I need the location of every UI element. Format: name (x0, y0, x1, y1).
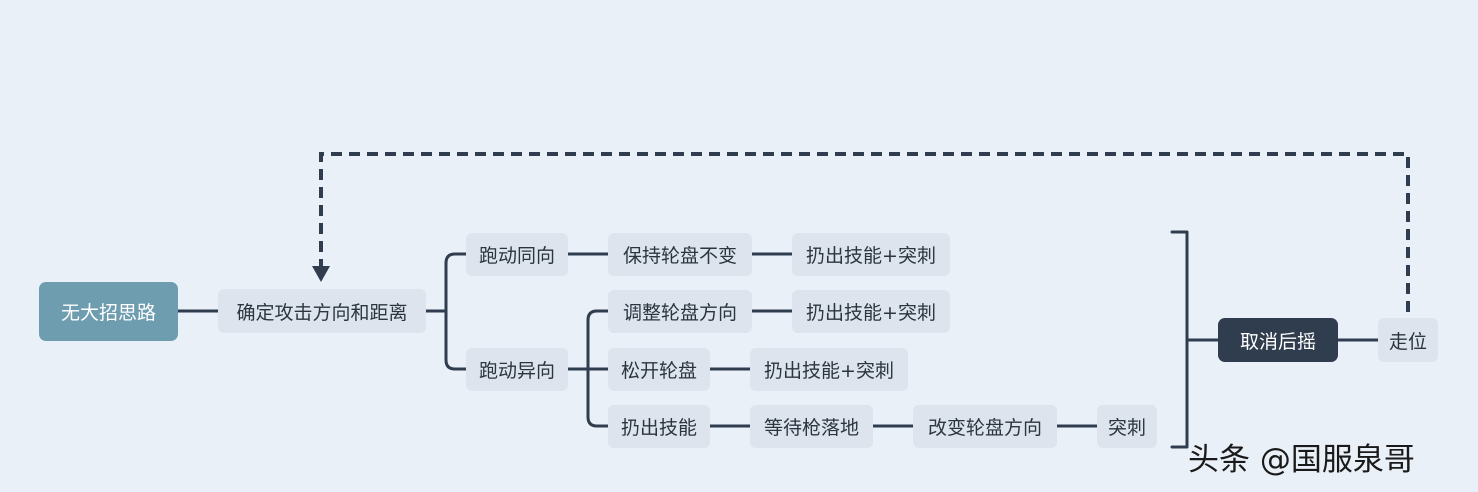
node-throw-skill: 扔出技能 (608, 405, 710, 448)
node-dash: 突刺 (1097, 405, 1157, 448)
node-throw-dash-1: 扔出技能+突刺 (792, 233, 950, 276)
node-run-diff: 跑动异向 (466, 348, 568, 391)
loop-back-arrow (319, 152, 1410, 312)
right-bracket (1170, 230, 1189, 449)
node-move: 走位 (1378, 318, 1438, 362)
node-throw-dash-2: 扔出技能+突刺 (792, 290, 950, 333)
node-run-same: 跑动同向 (466, 233, 568, 276)
node-direction: 确定攻击方向和距离 (218, 289, 426, 333)
node-cancel-recovery: 取消后摇 (1218, 318, 1338, 362)
node-release-wheel: 松开轮盘 (608, 348, 710, 391)
node-adjust-wheel: 调整轮盘方向 (608, 290, 752, 333)
node-keep-wheel: 保持轮盘不变 (608, 233, 752, 276)
connector-fork-throw (586, 367, 610, 428)
connector-fork-diff (444, 309, 468, 371)
node-change-wheel: 改变轮盘方向 (913, 405, 1057, 448)
node-wait-spear: 等待枪落地 (750, 405, 873, 448)
connector-fork-adjust (586, 309, 610, 371)
node-root: 无大招思路 (39, 282, 178, 341)
loop-arrow-head (312, 266, 330, 282)
connector-fork-same (444, 252, 468, 313)
node-throw-dash-3: 扔出技能+突刺 (750, 348, 908, 391)
watermark: 头条 @国服泉哥 (1188, 442, 1415, 478)
